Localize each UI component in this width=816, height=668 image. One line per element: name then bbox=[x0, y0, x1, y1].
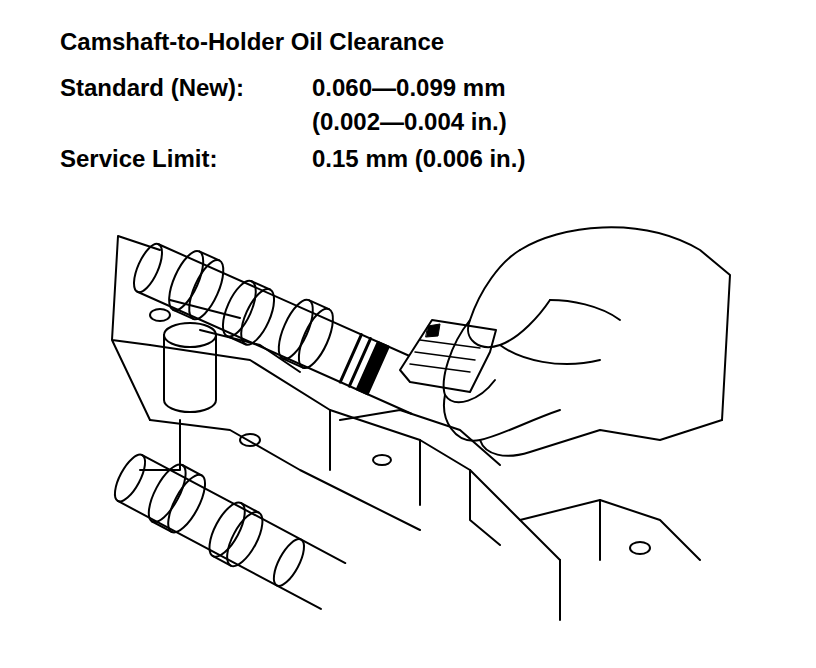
spec-value: 0.060—0.099 mm bbox=[312, 74, 505, 103]
spec-label: Standard (New): bbox=[60, 74, 244, 103]
spec-value: 0.15 mm (0.006 in.) bbox=[312, 145, 525, 174]
diagram-title: Camshaft-to-Holder Oil Clearance bbox=[60, 28, 444, 57]
spec-value: (0.002—0.004 in.) bbox=[312, 108, 507, 137]
spec-label: Service Limit: bbox=[60, 145, 217, 174]
